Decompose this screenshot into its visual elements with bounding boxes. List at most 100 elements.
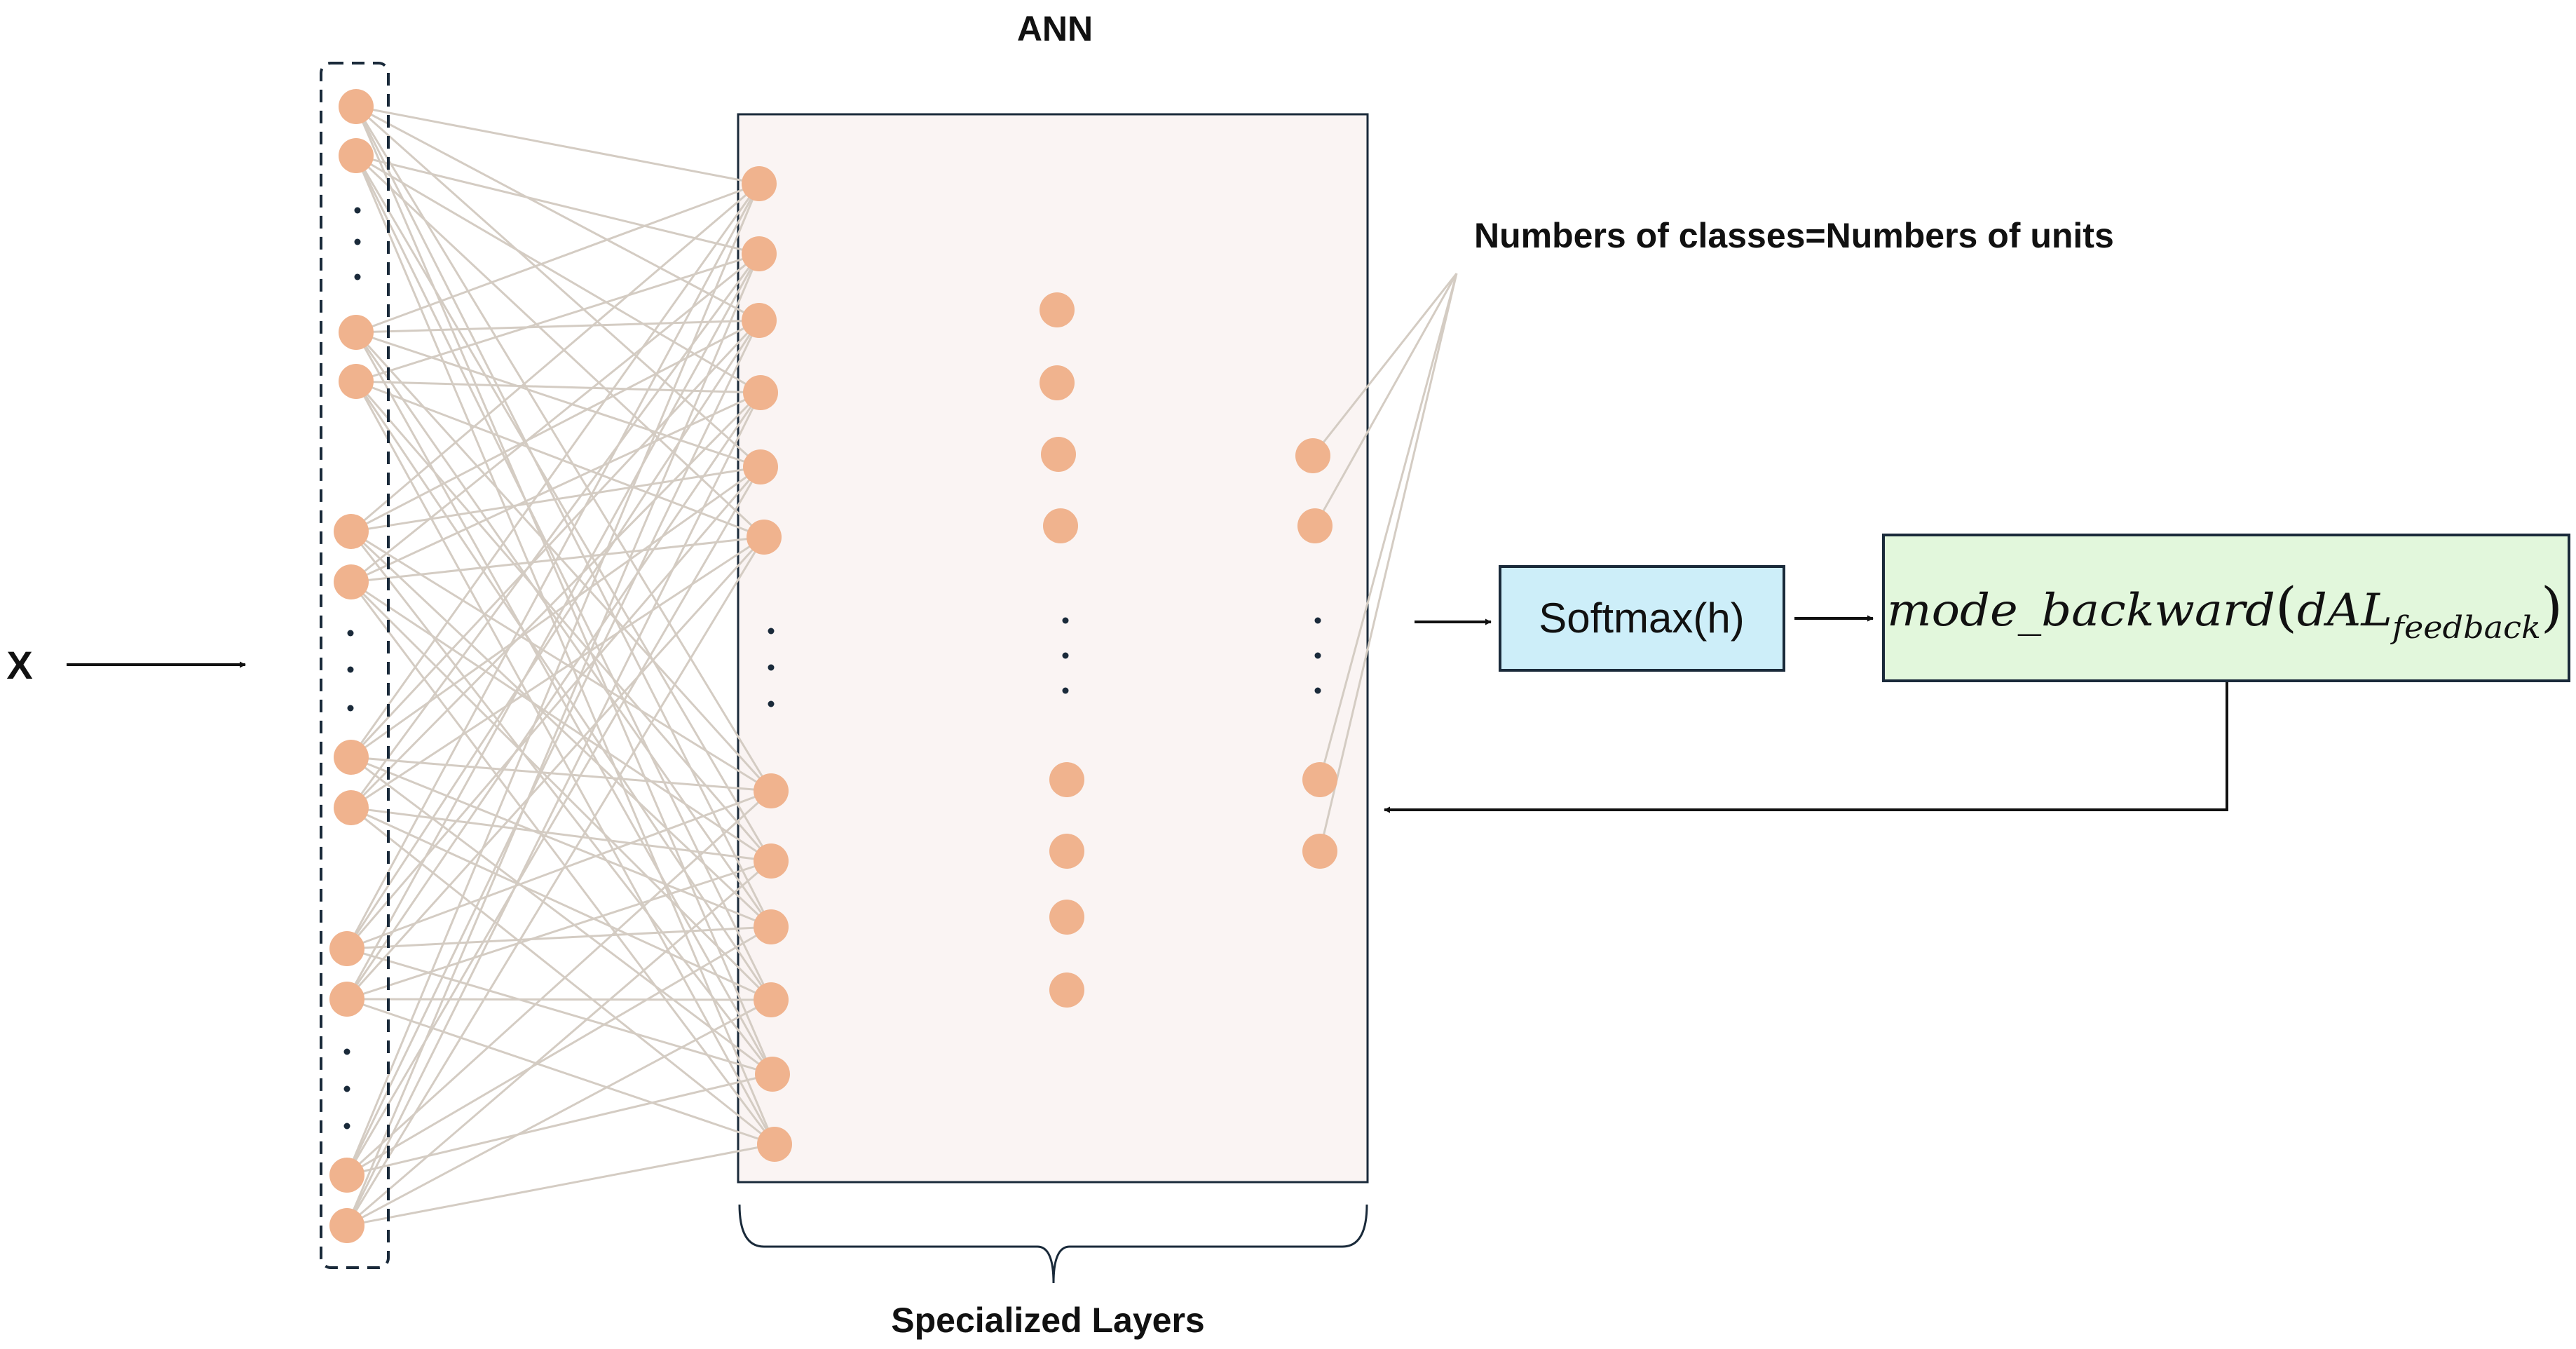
hidden-layer-2-node (1041, 437, 1076, 472)
note-pointer-line (1314, 273, 1458, 527)
backward-arg: dAL (2297, 585, 2392, 637)
hidden-layer-2-node (1040, 365, 1075, 400)
edge-line (346, 392, 762, 1000)
backward-close-paren: ) (2541, 576, 2563, 638)
input-node (334, 514, 369, 549)
edge-line (355, 105, 760, 185)
edge-line (346, 947, 773, 1076)
hidden-layer-2-node (1049, 900, 1084, 935)
edge-line (346, 860, 772, 1001)
edge-line (350, 536, 765, 809)
edge-line (355, 182, 760, 334)
edge-line (346, 253, 761, 1226)
edge-line (355, 381, 772, 862)
ellipsis-dot (1314, 687, 1321, 694)
hidden-layer-1-node (747, 520, 782, 555)
edge-line (346, 998, 775, 1146)
hidden-layer-1-node (754, 909, 789, 944)
backward-func: mode_backward (1887, 585, 2275, 637)
hidden-layer-1-node (754, 843, 789, 879)
softmax-label: Softmax(h) (1539, 595, 1744, 642)
input-node (329, 1208, 364, 1243)
edge-line (346, 392, 762, 1226)
input-node (329, 982, 364, 1017)
edge-line (346, 998, 772, 1227)
edge-line (346, 536, 765, 1226)
ann-panel (737, 113, 1369, 1184)
ellipsis-dot (1314, 617, 1321, 624)
edge-line (346, 998, 772, 1001)
edge-line (346, 183, 761, 1176)
connection-edges (346, 105, 776, 1227)
input-layer-box (320, 62, 390, 1269)
note-pointer-line (1318, 273, 1458, 852)
classes-note: Numbers of classes=Numbers of units (1474, 216, 2114, 255)
ellipsis-dot (1062, 687, 1069, 694)
edge-line (355, 332, 774, 1075)
edge-line (350, 581, 776, 1145)
hidden-layer-2-node (1049, 972, 1084, 1008)
output-node (1302, 834, 1337, 869)
edge-line (355, 380, 765, 538)
hidden-layer-1-node (757, 1127, 792, 1162)
hidden-layer-2-node (1043, 508, 1078, 543)
edge-line (346, 320, 761, 1176)
edge-line (355, 319, 760, 334)
ellipsis-dot (768, 664, 775, 671)
input-node (334, 564, 369, 599)
edge-line (355, 381, 776, 1145)
specialized-layers-bracket (738, 1204, 1368, 1284)
edge-line (355, 105, 760, 322)
feedback-arrow (1384, 682, 2228, 813)
edge-line (355, 252, 760, 383)
input-node (339, 89, 374, 124)
edge-line (350, 756, 772, 928)
ellipsis-dots (343, 207, 1321, 1130)
ellipsis-dot (768, 700, 775, 707)
ellipsis-dot (347, 666, 354, 673)
input-node (334, 790, 369, 825)
ellipsis-dot (347, 705, 354, 712)
edge-line (346, 1143, 775, 1227)
ellipsis-dot (354, 238, 361, 245)
ann-title: ANN (1017, 9, 1093, 48)
edge-line (350, 182, 760, 533)
edge-line (350, 391, 762, 809)
edge-line (355, 154, 760, 255)
edge-line (350, 252, 760, 583)
output-node (1302, 762, 1337, 797)
edge-line (350, 806, 772, 862)
edge-line (346, 253, 761, 1000)
edge-line (346, 1073, 773, 1177)
hidden-layer-2-node (1040, 292, 1075, 327)
backward-open-paren: ( (2275, 576, 2297, 638)
input-node (339, 138, 374, 173)
hidden-layer-2-node (1049, 762, 1084, 797)
hidden-layer-1-node (755, 1057, 790, 1092)
note-pointer-line (1311, 273, 1458, 456)
edge-line (346, 860, 772, 1227)
edge-line (355, 155, 772, 862)
edge-line (346, 466, 762, 1176)
ellipsis-dot (343, 1048, 350, 1055)
ellipsis-dot (343, 1085, 350, 1092)
hidden-layer-1-node (742, 166, 777, 201)
hidden-layer-1-node (743, 375, 778, 410)
edge-line (346, 926, 772, 1177)
edge-line (355, 105, 761, 468)
output-node (1295, 438, 1330, 473)
edge-line (346, 320, 761, 949)
input-node (329, 931, 364, 966)
note-pointer-lines (1311, 273, 1458, 852)
edge-line (355, 332, 772, 928)
specialized-layers-label: Specialized Layers (891, 1301, 1204, 1340)
edge-line (350, 319, 761, 759)
ellipsis-dot (1062, 652, 1069, 659)
edge-line (350, 466, 761, 759)
edge-line (346, 789, 772, 1177)
ellipsis-dot (347, 630, 354, 637)
input-node (339, 315, 374, 350)
ellipsis-dot (768, 628, 775, 635)
